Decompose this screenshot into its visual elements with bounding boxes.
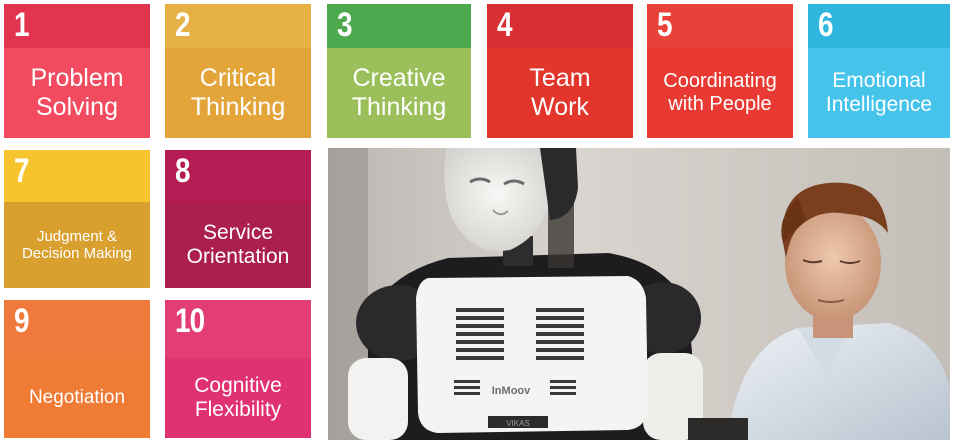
tile-number: 2: [175, 6, 191, 44]
photo-illustration: InMoov VIKAS: [328, 148, 950, 440]
tile-number: 9: [14, 302, 30, 340]
tile-number: 7: [14, 152, 30, 190]
tile-label: Negotiation: [28, 387, 126, 409]
tile-band: [327, 4, 471, 48]
tile-label: Coordinating with People: [663, 70, 777, 115]
tile-number: 10: [175, 302, 205, 340]
tile-label: Judgment & Decision Making: [21, 227, 133, 262]
tile-negotiation: 9 Negotiation: [4, 300, 150, 438]
tile-creative-thinking: 3 Creative Thinking: [327, 4, 471, 138]
robot-plate: VIKAS: [506, 419, 530, 428]
tile-critical-thinking: 2 Critical Thinking: [165, 4, 311, 138]
robot-and-man-photo: InMoov VIKAS: [328, 148, 950, 440]
tile-band: [4, 150, 150, 202]
tile-band: [165, 150, 311, 202]
tile-band: [647, 4, 793, 48]
tile-band: [808, 4, 950, 48]
tile-band: [165, 300, 311, 358]
tile-emotional-intelligence: 6 Emotional Intelligence: [808, 4, 950, 138]
tile-number: 6: [818, 6, 834, 44]
tile-coordinating-with-people: 5 Coordinating with People: [647, 4, 793, 138]
tile-label: Critical Thinking: [190, 64, 286, 121]
tile-number: 1: [14, 6, 30, 44]
tile-number: 3: [337, 6, 353, 44]
tile-label: Team Work: [529, 64, 591, 121]
tile-band: [165, 4, 311, 48]
tile-band: [4, 300, 150, 358]
tile-label: Creative Thinking: [351, 64, 447, 121]
robot-logo: InMoov: [492, 385, 531, 397]
tile-judgment-decision-making: 7 Judgment & Decision Making: [4, 150, 150, 288]
tile-problem-solving: 1 Problem Solving: [4, 4, 150, 138]
tile-label: Cognitive Flexibility: [194, 373, 282, 421]
tile-team-work: 4 Team Work: [487, 4, 633, 138]
tile-label: Emotional Intelligence: [825, 68, 933, 116]
tile-number: 5: [657, 6, 673, 44]
tile-number: 4: [497, 6, 513, 44]
tile-cognitive-flexibility: 10 Cognitive Flexibility: [165, 300, 311, 438]
tile-label: Service Orientation: [186, 220, 290, 268]
tile-label: Problem Solving: [30, 64, 124, 121]
tile-service-orientation: 8 Service Orientation: [165, 150, 311, 288]
tile-number: 8: [175, 152, 191, 190]
tile-band: [4, 4, 150, 48]
tile-band: [487, 4, 633, 48]
